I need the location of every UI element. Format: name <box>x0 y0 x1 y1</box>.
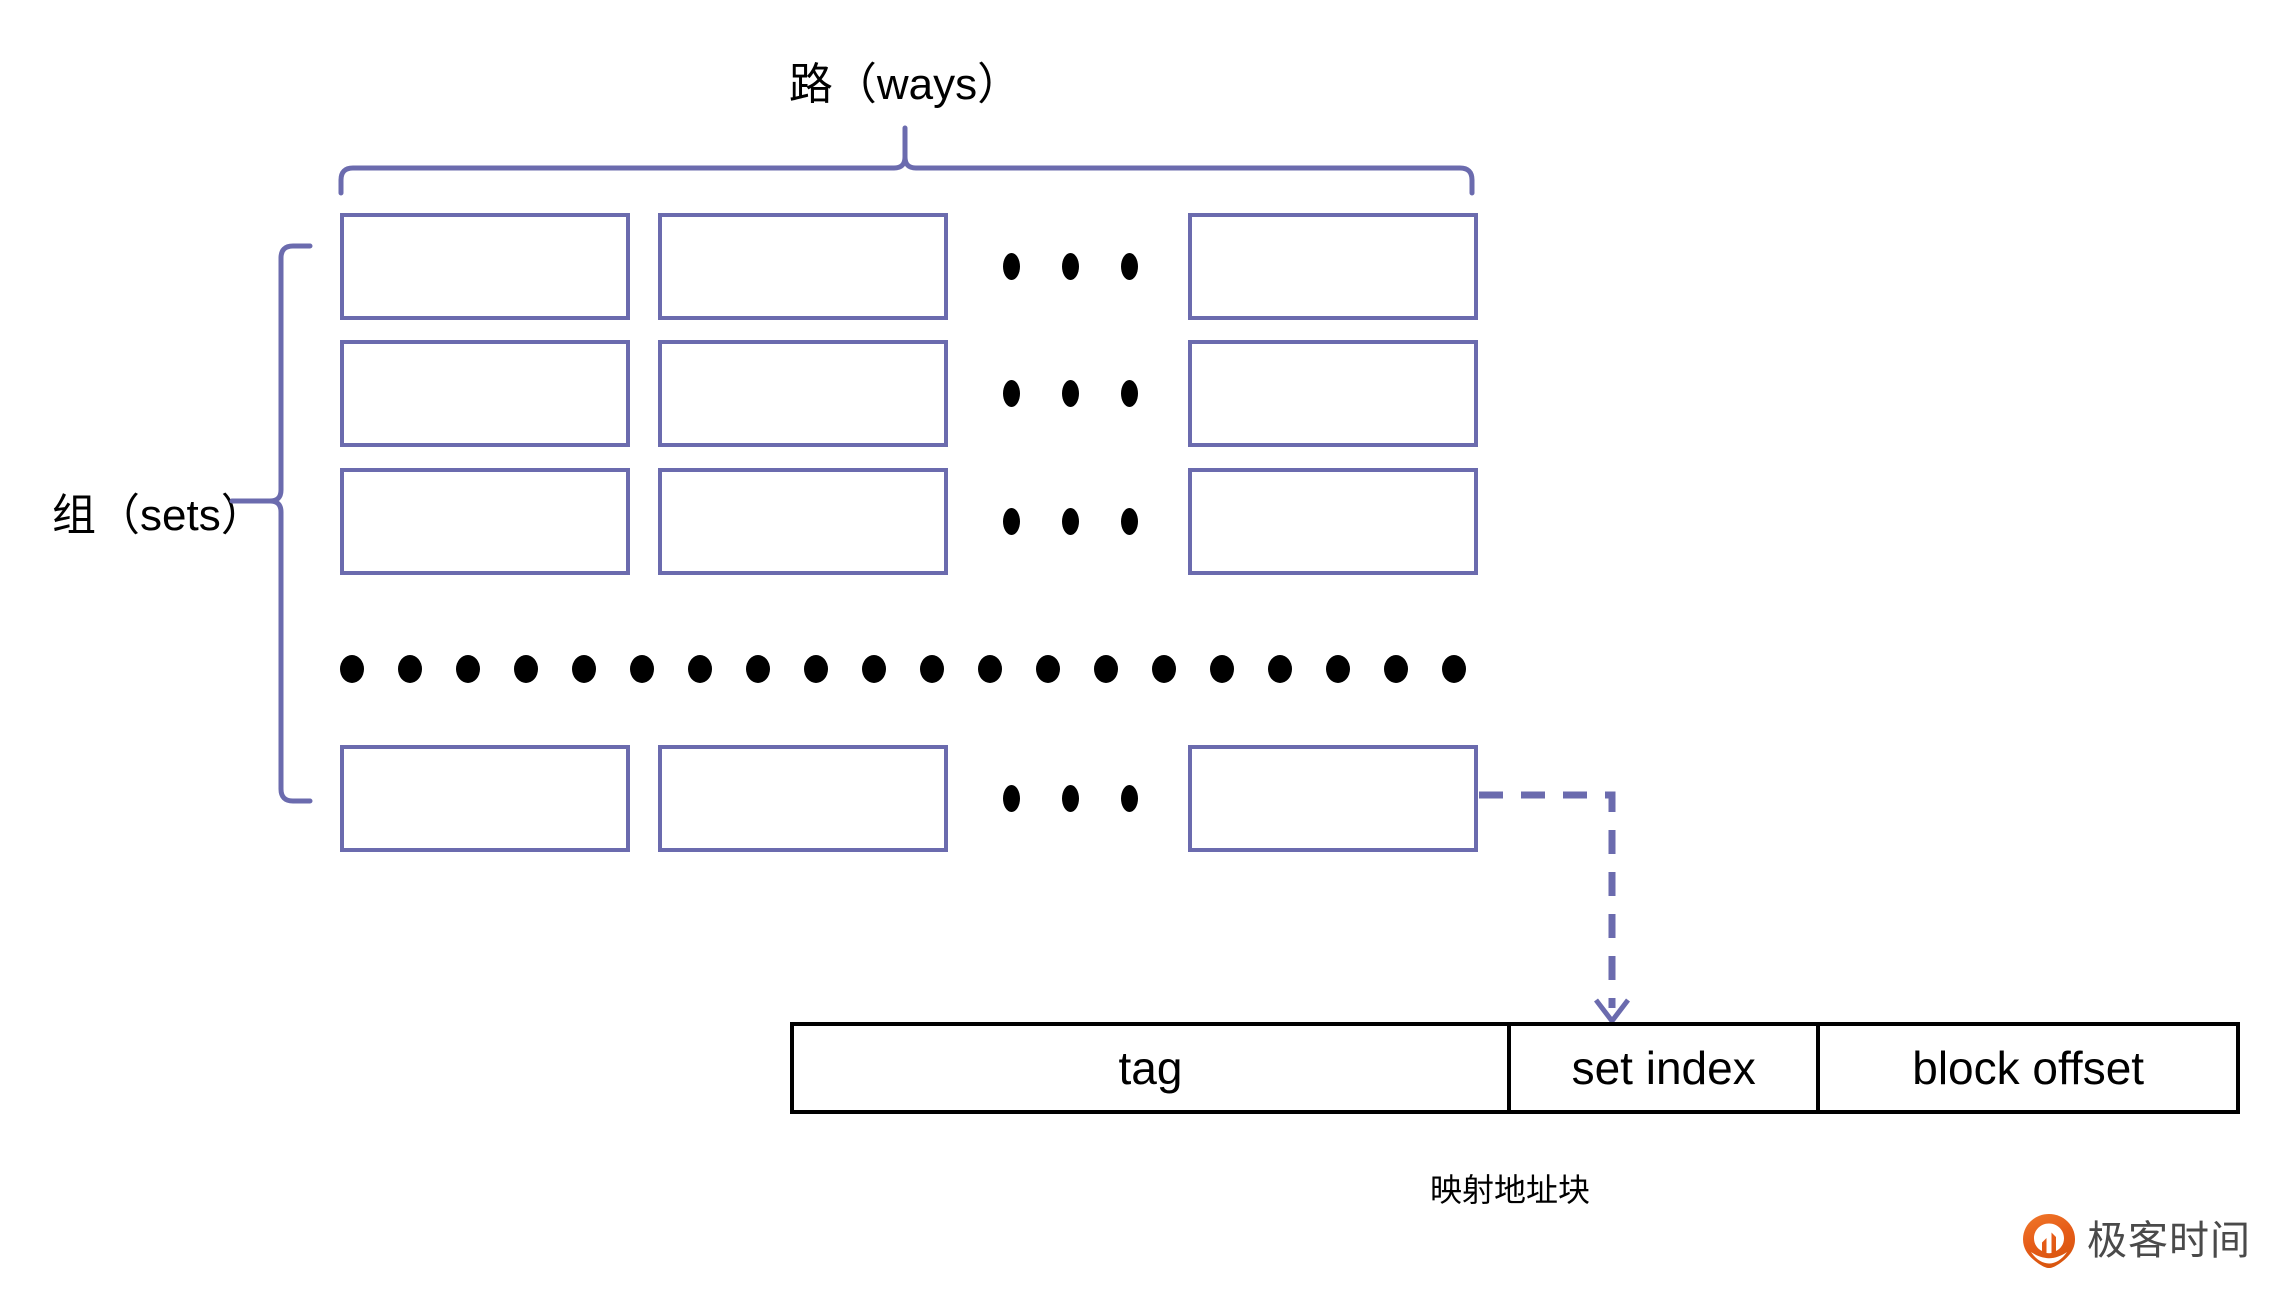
address-field-set-index[interactable]: set index <box>1507 1026 1816 1110</box>
cache-cell-setN-way2[interactable] <box>658 745 948 852</box>
set-ellipsis-dot <box>862 655 886 683</box>
set-ellipsis-row <box>340 655 1480 685</box>
sets-label: 组（sets） <box>52 491 265 540</box>
set-ellipsis-dot <box>514 655 538 683</box>
address-block-caption: 映射地址块 <box>1429 1172 1591 1208</box>
set-ellipsis-dot <box>1442 655 1466 683</box>
set-ellipsis-dot <box>1094 655 1118 683</box>
address-field-block-offset[interactable]: block offset <box>1816 1026 2236 1110</box>
column-ellipsis-dot <box>1062 253 1079 280</box>
cache-cell-set1-way2[interactable] <box>658 213 948 320</box>
column-ellipsis-dot <box>1121 380 1138 407</box>
ways-brace <box>338 125 1475 196</box>
set-ellipsis-dot <box>572 655 596 683</box>
column-ellipsis-dot <box>1062 508 1079 535</box>
set-ellipsis-dot <box>746 655 770 683</box>
ways-label: 路（ways） <box>788 60 1022 109</box>
set-ellipsis-dot <box>1152 655 1176 683</box>
column-ellipsis-dot <box>1003 508 1020 535</box>
set-ellipsis-dot <box>1268 655 1292 683</box>
set-ellipsis-dot <box>804 655 828 683</box>
cache-cell-set3-way1[interactable] <box>340 468 630 575</box>
cache-cell-set2-way2[interactable] <box>658 340 948 447</box>
column-ellipsis-dot <box>1062 380 1079 407</box>
set-ellipsis-dot <box>688 655 712 683</box>
address-block: tag set index block offset <box>790 1022 2240 1114</box>
cache-cell-set1-way1[interactable] <box>340 213 630 320</box>
geektime-drop-icon <box>2020 1212 2078 1270</box>
set-ellipsis-dot <box>1210 655 1234 683</box>
set-ellipsis-dot <box>1326 655 1350 683</box>
set-ellipsis-dot <box>340 655 364 683</box>
cache-cell-set2-wayN[interactable] <box>1188 340 1478 447</box>
column-ellipsis-dot <box>1121 508 1138 535</box>
set-ellipsis-dot <box>630 655 654 683</box>
column-ellipsis-dot <box>1003 380 1020 407</box>
set-ellipsis-dot <box>1384 655 1408 683</box>
cache-cell-setN-way1[interactable] <box>340 745 630 852</box>
set-ellipsis-dot <box>398 655 422 683</box>
column-ellipsis-dot <box>1121 785 1138 812</box>
set-ellipsis-dot <box>978 655 1002 683</box>
column-ellipsis-dot <box>1121 253 1138 280</box>
set-ellipsis-dot <box>1036 655 1060 683</box>
cache-cell-set1-wayN[interactable] <box>1188 213 1478 320</box>
cache-cell-set3-wayN[interactable] <box>1188 468 1478 575</box>
set-ellipsis-dot <box>920 655 944 683</box>
cache-cell-set3-way2[interactable] <box>658 468 948 575</box>
mapping-arrow <box>1479 791 1630 1026</box>
set-ellipsis-dot <box>456 655 480 683</box>
watermark-brand-text: 极客时间 <box>2087 1219 2251 1263</box>
column-ellipsis-dot <box>1003 785 1020 812</box>
cache-cell-setN-wayN[interactable] <box>1188 745 1478 852</box>
address-field-tag[interactable]: tag <box>1118 1042 1183 1094</box>
column-ellipsis-dot <box>1003 253 1020 280</box>
column-ellipsis-dot <box>1062 785 1079 812</box>
watermark: 极客时间 <box>2020 1212 2251 1270</box>
cache-cell-set2-way1[interactable] <box>340 340 630 447</box>
